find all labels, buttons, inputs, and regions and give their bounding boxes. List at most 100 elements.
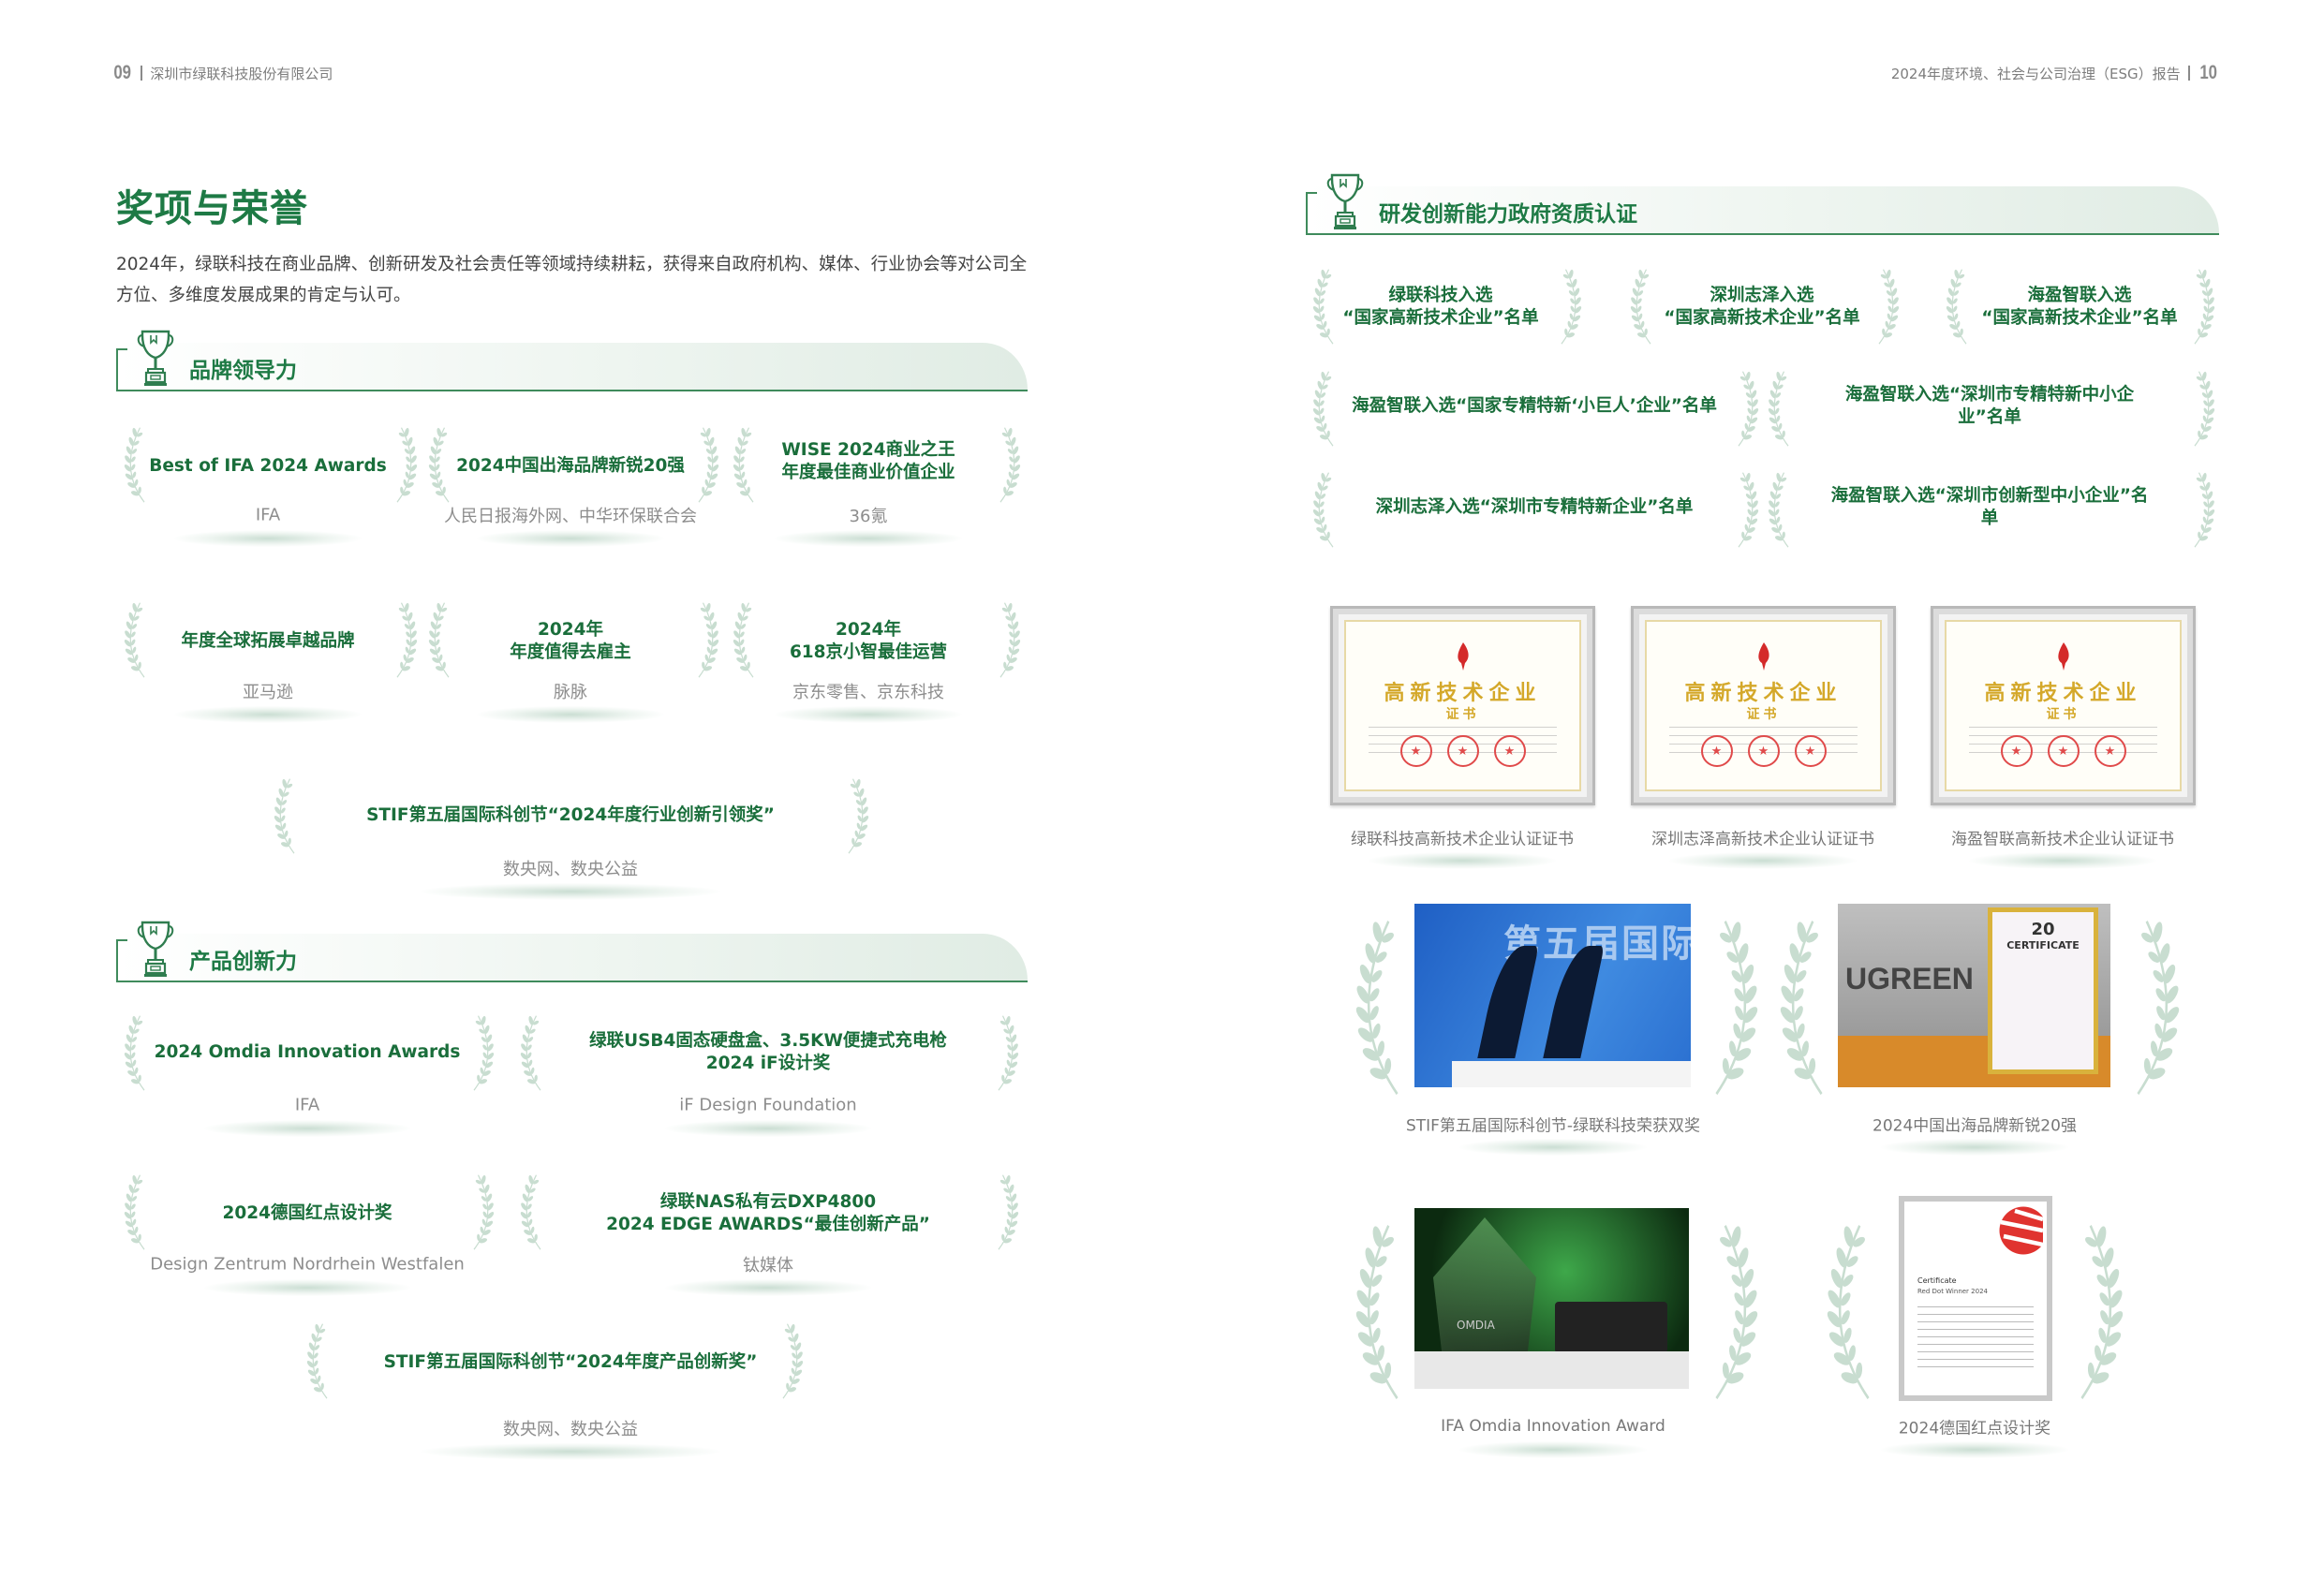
certificate-frame: Certificate Red Dot Winner 2024 bbox=[1899, 1196, 2052, 1401]
laurel-right-icon bbox=[777, 1322, 806, 1399]
nas-device bbox=[1555, 1302, 1667, 1353]
banner-left-border bbox=[116, 348, 118, 391]
certificate-heading: CERTIFICATE bbox=[2006, 939, 2080, 951]
shadow-decoration bbox=[775, 706, 962, 723]
banner-hook bbox=[116, 348, 127, 350]
banner-left-border bbox=[116, 939, 118, 982]
laurel-left-icon bbox=[1766, 471, 1794, 548]
laurel-left-icon bbox=[1944, 268, 1972, 345]
laurel-right-icon bbox=[1733, 370, 1761, 447]
award-source: 亚马逊 bbox=[243, 683, 293, 702]
trophy-label: OMDIA bbox=[1457, 1319, 1495, 1332]
seal-star-icon: ★ bbox=[2047, 735, 2080, 767]
laurel-left-icon bbox=[1351, 918, 1409, 1096]
shadow-decoration bbox=[1459, 1441, 1647, 1458]
laurel-left-icon bbox=[1310, 370, 1339, 447]
laurel-right-icon bbox=[995, 426, 1023, 503]
right-page-header: 2024年度环境、社会与公司治理（ESG）报告 10 bbox=[1891, 62, 2219, 84]
laurel-right-icon bbox=[993, 1014, 1021, 1091]
award-source: 钛媒体 bbox=[743, 1256, 793, 1276]
award-photo: UGREEN 20 CERTIFICATE bbox=[1838, 904, 2110, 1087]
award-title: 2024年 618京小智最佳运营 bbox=[789, 620, 948, 662]
laurel-left-icon bbox=[426, 601, 454, 678]
shadow-decoration bbox=[1459, 1139, 1647, 1156]
award-source: 36氪 bbox=[849, 507, 888, 526]
shadow-decoration bbox=[477, 530, 664, 547]
certificate-number: 20 bbox=[2031, 920, 2055, 939]
laurel-left-icon bbox=[1775, 918, 1833, 1096]
certificate-paper: 高新技术企业证书★★★ bbox=[1344, 620, 1581, 791]
banner-left-border bbox=[1306, 192, 1308, 235]
certificate-image: 高新技术企业证书★★★ bbox=[1931, 606, 2196, 805]
award-photo: OMDIA bbox=[1414, 1208, 1689, 1389]
company-name: 深圳市绿联科技股份有限公司 bbox=[150, 65, 333, 82]
laurel-left-icon bbox=[518, 1014, 546, 1091]
seal-star-icon: ★ bbox=[1700, 735, 1733, 767]
section-banner-brand: 品牌领导力 bbox=[116, 343, 1028, 391]
shadow-decoration bbox=[1669, 852, 1857, 869]
trophy-shape bbox=[1477, 946, 1539, 1058]
seal-star-icon: ★ bbox=[1493, 735, 1526, 767]
laurel-left-icon bbox=[426, 426, 454, 503]
award-title: 年度全球拓展卓越品牌 bbox=[181, 631, 355, 651]
laurel-left-icon bbox=[1310, 268, 1339, 345]
shadow-decoration bbox=[1369, 852, 1556, 869]
laurel-right-icon bbox=[392, 601, 420, 678]
shadow-decoration bbox=[204, 1279, 410, 1296]
certificate-caption: 绿联科技高新技术企业认证证书 bbox=[1351, 830, 1574, 849]
award-source: 人民日报海外网、中华环保联合会 bbox=[444, 507, 697, 526]
report-title: 2024年度环境、社会与公司治理（ESG）报告 bbox=[1890, 65, 2181, 82]
red-dot-logo-icon bbox=[1999, 1206, 2043, 1255]
laurel-left-icon bbox=[1822, 1222, 1880, 1400]
seal-star-icon: ★ bbox=[1747, 735, 1780, 767]
laurel-right-icon bbox=[993, 1173, 1021, 1250]
seal-star-icon: ★ bbox=[1399, 735, 1432, 767]
laurel-right-icon bbox=[2189, 471, 2217, 548]
award-title: 深圳志泽入选 “国家高新技术企业”名单 bbox=[1664, 286, 1860, 328]
certificate-caption: 海盈智联高新技术企业认证证书 bbox=[1951, 830, 2174, 849]
seal-star-icon: ★ bbox=[2094, 735, 2126, 767]
award-title: 海盈智联入选“国家专精特新‘小巨人’企业”名单 bbox=[1352, 396, 1717, 416]
award-source: Design Zentrum Nordrhein Westfalen bbox=[150, 1254, 465, 1275]
intro-paragraph: 2024年，绿联科技在商业品牌、创新研发及社会责任等领域持续耕耘，获得来自政府机… bbox=[116, 255, 1028, 305]
laurel-left-icon bbox=[731, 426, 759, 503]
certificate-paper: 高新技术企业证书★★★ bbox=[1945, 620, 2182, 791]
laurel-right-icon bbox=[1873, 268, 1902, 345]
award-source: IFA bbox=[255, 505, 281, 525]
glass-trophy bbox=[1433, 1217, 1536, 1367]
laurel-left-icon bbox=[272, 777, 300, 854]
left-page-number: 09 bbox=[113, 62, 132, 83]
award-title: 海盈智联入选“深圳市创新型中小企业”名单 bbox=[1830, 486, 2149, 528]
laurel-right-icon bbox=[1556, 268, 1584, 345]
laurel-left-icon bbox=[518, 1173, 546, 1250]
page-title: 奖项与荣誉 bbox=[116, 187, 308, 230]
award-source: 脉脉 bbox=[554, 683, 587, 702]
laurel-left-icon bbox=[122, 426, 150, 503]
table-surface bbox=[1414, 1351, 1689, 1389]
award-title: STIF第五届国际科创节“2024年度产品创新奖” bbox=[383, 1352, 758, 1372]
certificate-subtitle: 证书 bbox=[1445, 707, 1480, 722]
certificate-subtitle: 证书 bbox=[1746, 707, 1781, 722]
certificate-subtitle: 证书 bbox=[2046, 707, 2080, 722]
banner-background bbox=[116, 343, 1028, 390]
banner-background bbox=[116, 934, 1028, 981]
award-source: 数央网、数央公益 bbox=[503, 1420, 638, 1439]
shadow-decoration bbox=[775, 530, 962, 547]
certificate-title: 高新技术企业 bbox=[1684, 682, 1843, 705]
laurel-left-icon bbox=[304, 1322, 333, 1399]
certificate-title: 高新技术企业 bbox=[1384, 682, 1542, 705]
certificate-subheading: Red Dot Winner 2024 bbox=[1917, 1288, 1988, 1295]
flame-emblem-icon bbox=[1757, 642, 1769, 671]
award-photo: Certificate Red Dot Winner 2024 bbox=[1899, 1196, 2052, 1401]
laurel-left-icon bbox=[122, 1014, 150, 1091]
laurel-right-icon bbox=[468, 1014, 496, 1091]
framed-certificate: 20 CERTIFICATE bbox=[1988, 907, 2098, 1074]
shadow-decoration bbox=[665, 1120, 871, 1137]
laurel-left-icon bbox=[731, 601, 759, 678]
laurel-right-icon bbox=[1733, 471, 1761, 548]
shadow-decoration bbox=[204, 1120, 410, 1137]
shadow-decoration bbox=[174, 530, 362, 547]
laurel-left-icon bbox=[1766, 370, 1794, 447]
award-title: Best of IFA 2024 Awards bbox=[149, 456, 387, 476]
certificate-paper: 高新技术企业证书★★★ bbox=[1645, 620, 1882, 791]
